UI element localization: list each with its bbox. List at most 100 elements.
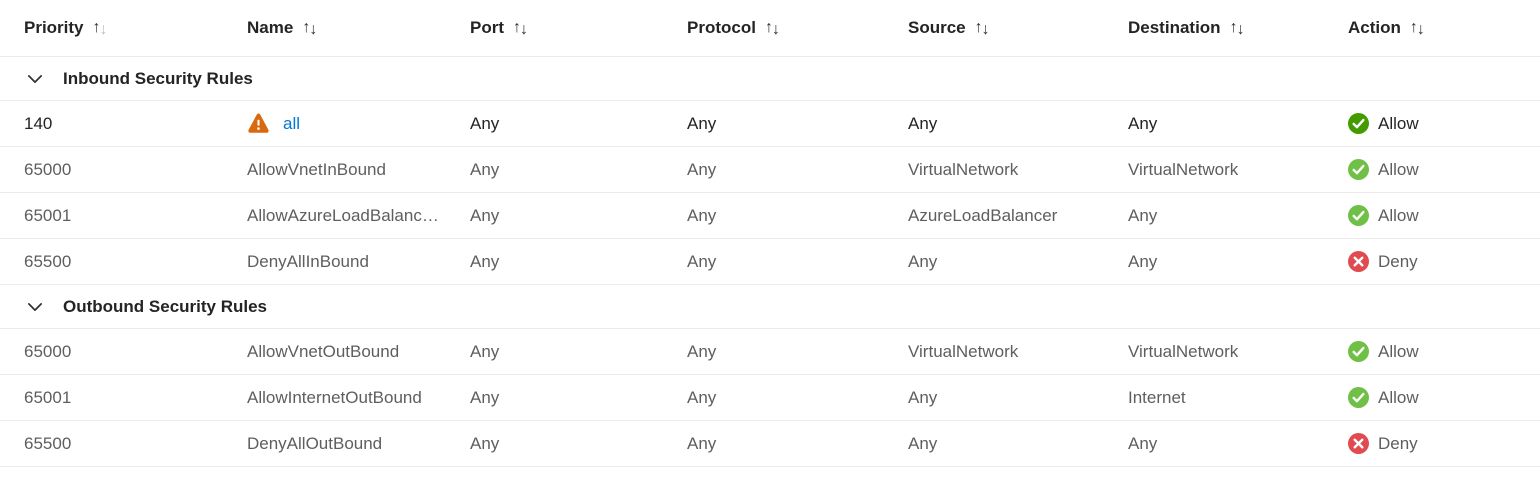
port-cell: Any: [470, 113, 500, 133]
rule-name-link[interactable]: all: [283, 113, 301, 133]
sort-icon: ↑↓: [974, 19, 990, 38]
column-header-port[interactable]: Port ↑↓: [470, 18, 687, 38]
table-row[interactable]: 65500 DenyAllInBound Any Any Any Any Den…: [0, 239, 1540, 285]
table-header-row: Priority ↑↓ Name ↑↓ Port ↑↓ Protocol ↑↓ …: [0, 0, 1540, 57]
port-cell: Any: [470, 251, 500, 271]
column-label: Protocol: [687, 18, 756, 37]
table-row[interactable]: 140 all Any Any Any Any Allow: [0, 101, 1540, 147]
protocol-cell: Any: [687, 341, 717, 361]
column-header-priority[interactable]: Priority ↑↓: [24, 18, 247, 38]
action-label: Allow: [1378, 387, 1419, 407]
deny-icon: [1348, 433, 1369, 454]
source-cell: VirtualNetwork: [908, 341, 1019, 361]
column-header-source[interactable]: Source ↑↓: [908, 18, 1128, 38]
column-label: Port: [470, 18, 504, 37]
port-cell: Any: [470, 159, 500, 179]
source-cell: AzureLoadBalancer: [908, 205, 1058, 225]
protocol-cell: Any: [687, 251, 717, 271]
priority-cell: 65500: [24, 251, 72, 271]
name-cell: DenyAllInBound: [247, 251, 369, 271]
name-cell: AllowVnetOutBound: [247, 341, 400, 361]
protocol-cell: Any: [687, 159, 717, 179]
protocol-cell: Any: [687, 205, 717, 225]
source-cell: Any: [908, 433, 938, 453]
sort-icon: ↑↓: [92, 19, 108, 38]
source-cell: Any: [908, 251, 938, 271]
name-cell: AllowVnetInBound: [247, 159, 386, 179]
action-cell: Allow: [1348, 205, 1540, 226]
allow-icon: [1348, 113, 1369, 134]
destination-cell: Any: [1128, 433, 1158, 453]
protocol-cell: Any: [687, 433, 717, 453]
action-cell: Allow: [1348, 387, 1540, 408]
sort-icon: ↑↓: [764, 19, 780, 38]
name-cell: DenyAllOutBound: [247, 433, 383, 453]
action-label: Allow: [1378, 159, 1419, 179]
column-header-protocol[interactable]: Protocol ↑↓: [687, 18, 908, 38]
warning-icon: [247, 113, 270, 134]
table-row[interactable]: 65000 AllowVnetInBound Any Any VirtualNe…: [0, 147, 1540, 193]
sort-icon: ↑↓: [1409, 19, 1425, 38]
destination-cell: Any: [1128, 205, 1158, 225]
sort-icon: ↑↓: [513, 19, 528, 38]
priority-cell: 65000: [24, 159, 72, 179]
allow-icon: [1348, 387, 1369, 408]
column-header-name[interactable]: Name ↑↓: [247, 18, 470, 38]
source-cell: VirtualNetwork: [908, 159, 1019, 179]
source-cell: Any: [908, 387, 938, 407]
table-row[interactable]: 65500 DenyAllOutBound Any Any Any Any De…: [0, 421, 1540, 467]
protocol-cell: Any: [687, 113, 717, 133]
action-label: Allow: [1378, 341, 1419, 361]
chevron-down-icon[interactable]: [26, 298, 48, 316]
destination-cell: VirtualNetwork: [1128, 341, 1239, 361]
column-label: Destination: [1128, 18, 1221, 37]
port-cell: Any: [470, 341, 500, 361]
column-label: Source: [908, 18, 966, 37]
action-cell: Allow: [1348, 159, 1540, 180]
group-label: Inbound Security Rules: [63, 68, 253, 88]
destination-cell: Any: [1128, 251, 1158, 271]
priority-cell: 65001: [24, 387, 72, 407]
priority-cell: 140: [24, 113, 53, 133]
action-cell: Allow: [1348, 113, 1540, 134]
name-cell: all: [247, 113, 470, 134]
column-label: Name: [247, 18, 294, 37]
name-cell: AllowInternetOutBound: [247, 387, 422, 407]
table-row[interactable]: 65001 AllowAzureLoadBalanc… Any Any Azur…: [0, 193, 1540, 239]
destination-cell: Any: [1128, 113, 1158, 133]
port-cell: Any: [470, 433, 500, 453]
action-cell: Deny: [1348, 251, 1540, 272]
action-label: Deny: [1378, 251, 1418, 271]
group-header-outbound-security-rules[interactable]: Outbound Security Rules: [0, 285, 1540, 329]
port-cell: Any: [470, 387, 500, 407]
sort-icon: ↑↓: [1229, 19, 1245, 38]
table-row[interactable]: 65001 AllowInternetOutBound Any Any Any …: [0, 375, 1540, 421]
column-header-destination[interactable]: Destination ↑↓: [1128, 18, 1348, 38]
action-cell: Deny: [1348, 433, 1540, 454]
deny-icon: [1348, 251, 1369, 272]
source-cell: Any: [908, 113, 938, 133]
allow-icon: [1348, 341, 1369, 362]
action-label: Allow: [1378, 205, 1419, 225]
allow-icon: [1348, 159, 1369, 180]
priority-cell: 65001: [24, 205, 72, 225]
priority-cell: 65000: [24, 341, 72, 361]
name-cell: AllowAzureLoadBalanc…: [247, 205, 439, 225]
action-cell: Allow: [1348, 341, 1540, 362]
bottom-whitespace: [0, 467, 1540, 495]
group-header-inbound-security-rules[interactable]: Inbound Security Rules: [0, 57, 1540, 101]
table-row[interactable]: 65000 AllowVnetOutBound Any Any VirtualN…: [0, 329, 1540, 375]
action-label: Allow: [1378, 113, 1419, 133]
priority-cell: 65500: [24, 433, 72, 453]
port-cell: Any: [470, 205, 500, 225]
allow-icon: [1348, 205, 1369, 226]
column-header-action[interactable]: Action ↑↓: [1348, 18, 1540, 38]
protocol-cell: Any: [687, 387, 717, 407]
column-label: Action: [1348, 18, 1401, 37]
column-label: Priority: [24, 18, 84, 37]
chevron-down-icon[interactable]: [26, 70, 48, 88]
group-label: Outbound Security Rules: [63, 296, 268, 316]
destination-cell: VirtualNetwork: [1128, 159, 1239, 179]
sort-icon: ↑↓: [302, 19, 317, 38]
